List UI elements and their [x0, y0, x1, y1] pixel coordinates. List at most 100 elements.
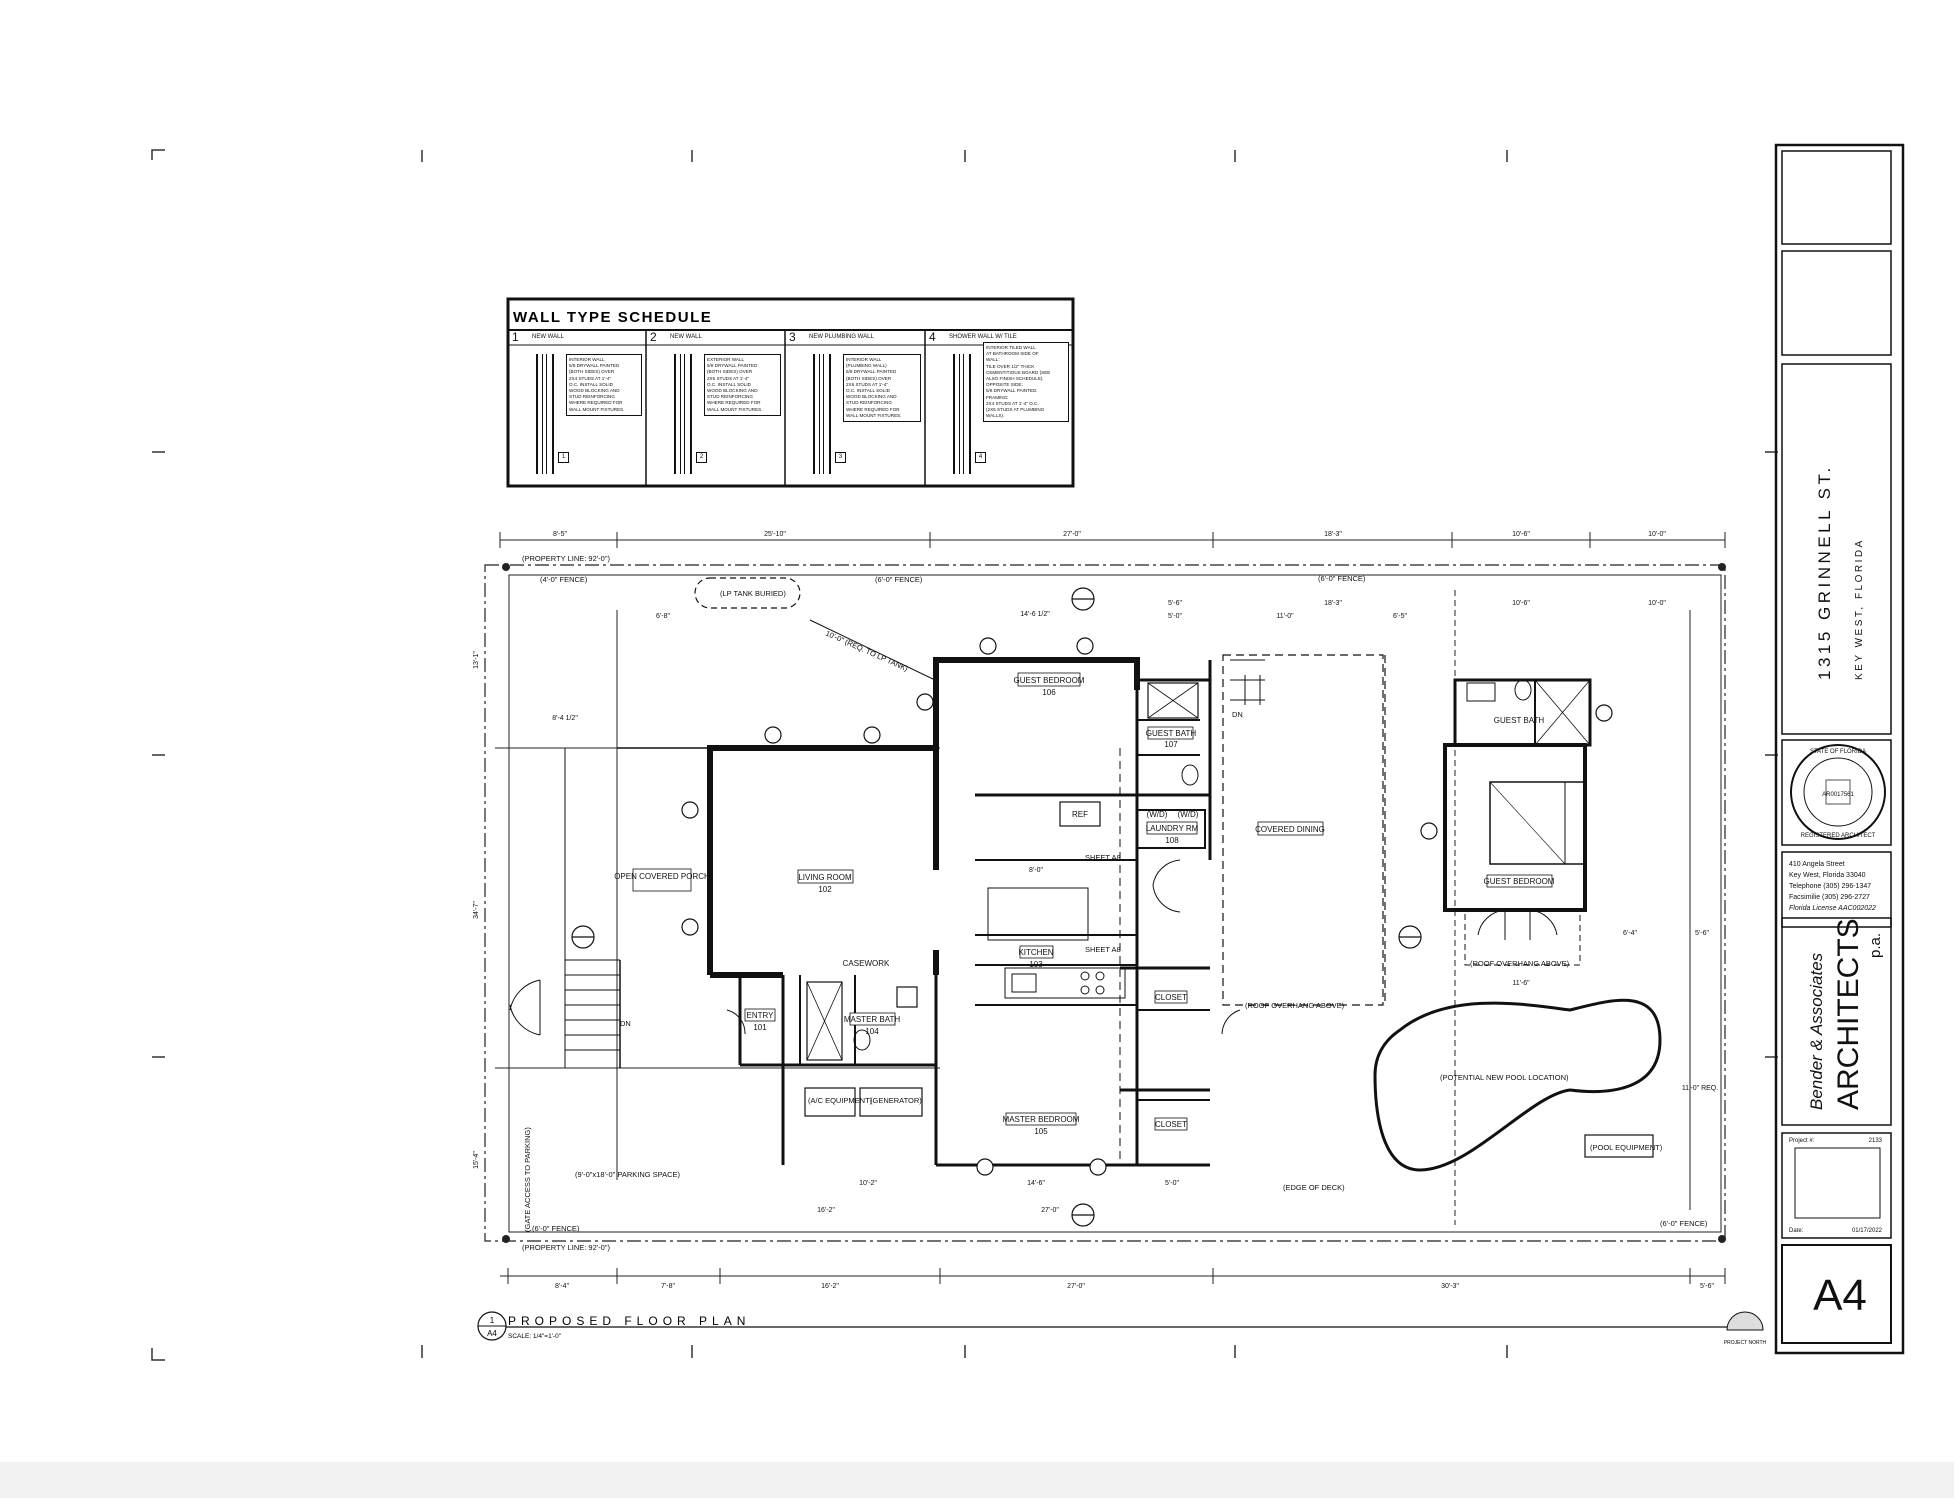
dim-misc-16: 8'-0": [1029, 867, 1043, 874]
date-label: Date:: [1789, 1228, 1804, 1234]
wall-type-note-line: STUD REINFORCING: [846, 400, 892, 406]
dim-top-5: 10'-6": [1512, 531, 1530, 538]
roof-overhang-dashed: [1119, 654, 1386, 1160]
entry-label: ENTRY: [747, 1011, 775, 1020]
dim-misc-18: 5'-6": [1695, 930, 1709, 937]
guest-cottage: [1443, 678, 1592, 966]
seal-bottom-text: REGISTERED ARCHITECT: [1801, 833, 1876, 839]
dim-misc-7: 10'-6": [1512, 600, 1530, 607]
wall-type-name: NEW WALL: [670, 334, 702, 340]
guest-bath-label: GUEST BATH: [1146, 729, 1197, 738]
wall-type-note-line: (BOTH SIDES) OVER: [707, 369, 753, 375]
wall-type-note-line: WOOD BLOCKING AND: [569, 388, 620, 394]
lp-tank: [694, 577, 936, 681]
wall-type-note-line: (2X6 STUDS AT PLUMBING: [986, 407, 1045, 413]
dim-misc-13: 5'-0": [1165, 1180, 1179, 1187]
pool-equipment-note: (POOL EQUIPMENT): [1590, 1143, 1663, 1152]
dim-misc-2: 5'-6": [1168, 600, 1182, 607]
schedule-title: WALL TYPE SCHEDULE: [513, 309, 712, 326]
project-city: KEY WEST, FLORIDA: [1854, 538, 1865, 680]
cottage-roof-overhang-note: (ROOF OVERHANG ABOVE): [1470, 959, 1570, 968]
wall-type-note-line: 2X6 STUDS AT 1'-4": [846, 381, 888, 387]
dim-top-4: 18'-3": [1324, 531, 1342, 538]
fence-6-top-note-1: (6'-0" FENCE): [875, 575, 923, 584]
wd-label-1: (W/D): [1147, 810, 1168, 819]
kitchen-number: 103: [1029, 960, 1043, 969]
guest-bath-number: 107: [1164, 740, 1178, 749]
closet-1-label: CLOSET: [1155, 993, 1187, 1002]
dim-bottom-5: 30'-3": [1441, 1283, 1459, 1290]
drawing-title-block: 1 A4 PROPOSED FLOOR PLAN SCALE: 1/4"=1'-…: [477, 1311, 1767, 1346]
dim-bottom-1: 8'-4": [555, 1283, 569, 1290]
north-arrow-label: PROJECT NORTH: [1724, 1340, 1767, 1346]
fence-6-bottom-right-note: (6'-0" FENCE): [1660, 1219, 1708, 1228]
wall-type-note-line: (BOTH SIDES) OVER: [846, 375, 892, 381]
sheet-a8-note-2: SHEET A8: [1085, 945, 1121, 954]
edge-of-deck-note: (EDGE OF DECK): [1283, 1183, 1345, 1192]
firm-address-line-2: Key West, Florida 33040: [1789, 872, 1866, 879]
ref-label: REF: [1072, 810, 1088, 819]
wall-type-note-line: 5/8 DRYWALL PAINTED.: [986, 388, 1038, 394]
kitchen-label: KITCHEN: [1018, 948, 1053, 957]
wall-type-note-line: WOOD BLOCKING AND: [707, 388, 758, 394]
wd-label-2: (W/D): [1178, 810, 1199, 819]
wall-type-name: NEW PLUMBING WALL: [809, 334, 874, 340]
wall-type-note-line: 5/8 DRYWALL PAINTED: [569, 363, 620, 369]
dim-misc-9: 6'-8": [656, 613, 670, 620]
wall-type-note-line: (PLUMBING WALL): [846, 363, 887, 369]
dim-misc-6: 6'-5": [1393, 613, 1407, 620]
property-line-top-note: (PROPERTY LINE: 92'-0"): [522, 554, 611, 563]
wall-type-note-line: AT BATHROOM SIDE OF: [986, 351, 1039, 357]
detail-number: 1: [490, 1316, 495, 1325]
ac-equipment-note: (A/C EQUIPMENT): [808, 1096, 873, 1105]
dim-misc-5: 18'-3": [1324, 600, 1342, 607]
dim-top-2: 25'-10": [764, 531, 786, 538]
dim-misc-4: 11'-0": [1276, 613, 1294, 620]
firm-address-line-4: Facsimilie (305) 296-2727: [1789, 894, 1870, 901]
wall-section-graphic: [813, 354, 831, 474]
firm-name: Bender & Associates: [1807, 952, 1826, 1110]
project-number-label: Project #:: [1789, 1138, 1815, 1144]
seal-top-text: STATE OF FLORIDA: [1810, 749, 1866, 755]
dn-note-2: DN: [620, 1019, 631, 1028]
wall-type-note-line: OPPOSITE SIDE:: [986, 382, 1023, 388]
wall-type-note-line: WALLS).: [986, 413, 1005, 419]
firm-address-line-1: 410 Angela Street: [1789, 861, 1845, 868]
wall-type-note-line: WHERE REQUIRED FOR: [846, 406, 900, 412]
project-address: 1315 GRINNELL ST.: [1815, 464, 1834, 680]
wall-section-graphic: [536, 354, 554, 474]
dim-misc-15: 27'-0": [1041, 1207, 1059, 1214]
living-room-label: LIVING ROOM: [798, 873, 852, 882]
sheet-number: A4: [1813, 1271, 1867, 1320]
wall-type-number: 4: [929, 330, 936, 344]
drawing-title: PROPOSED FLOOR PLAN: [508, 1314, 750, 1328]
master-bath-label: MASTER BATH: [844, 1015, 901, 1024]
laundry-number: 108: [1165, 836, 1179, 845]
pool-equipment-pad: [1584, 1134, 1654, 1158]
detail-sheet: A4: [487, 1329, 497, 1338]
wall-type-number: 3: [789, 330, 796, 344]
wall-type-note-line: 5/8 DRYWALL PAINTED: [707, 363, 758, 369]
pool-outline: [1373, 998, 1662, 1172]
guest-bedroom-number: 106: [1042, 688, 1056, 697]
wall-type-note-line: 2X6 STUDS AT 1'-4": [707, 375, 749, 381]
master-bedroom-number: 105: [1034, 1127, 1048, 1136]
section-markers: [571, 587, 1613, 1227]
porch-lines: [564, 659, 1265, 1068]
dim-misc-12: 14'-6": [1027, 1180, 1045, 1187]
wall-type-note-line: TILE OVER 1/2" THICK: [986, 363, 1035, 369]
wall-type-note-line: WHERE REQUIRED FOR: [569, 400, 623, 406]
dim-bottom-2: 7'-8": [661, 1283, 675, 1290]
cottage-bedroom-label: GUEST BEDROOM: [1484, 877, 1555, 886]
drawing-scale: SCALE: 1/4"=1'-0": [508, 1333, 562, 1340]
dim-bottom-4: 27'-0": [1067, 1283, 1085, 1290]
porch-label: OPEN COVERED PORCH: [614, 872, 710, 881]
wall-type-tag: 1: [558, 452, 569, 463]
wall-type-note-line: O.C. INSTALL SOLID: [846, 388, 890, 394]
